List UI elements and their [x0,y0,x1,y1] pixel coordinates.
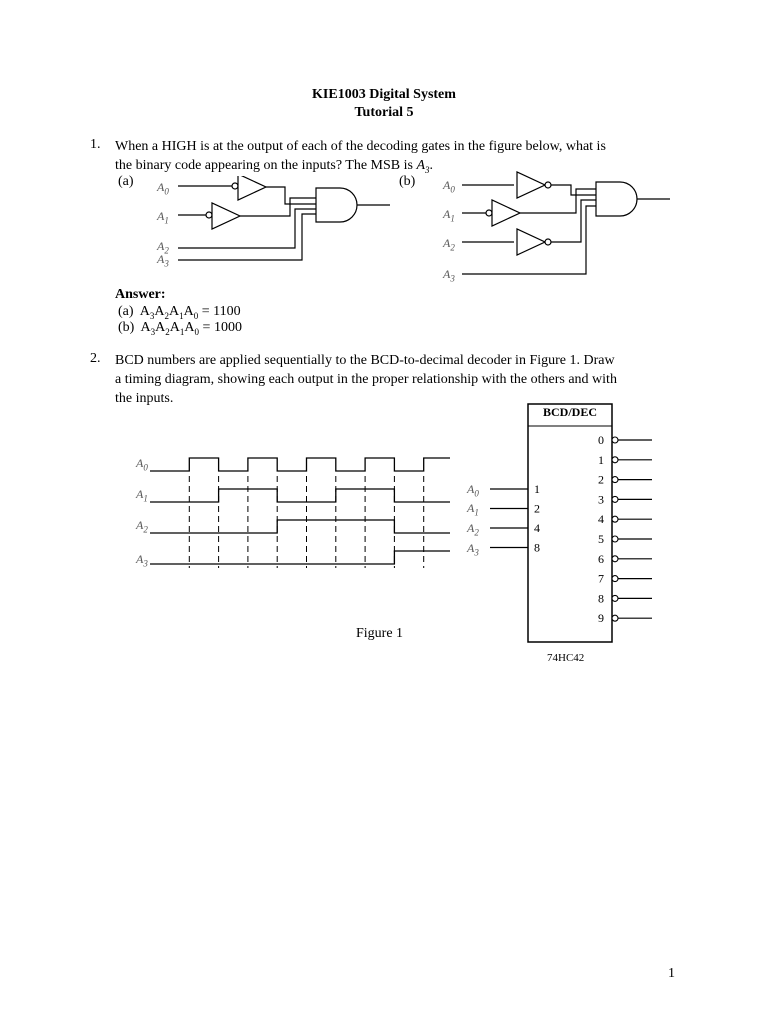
q2-text-line1: BCD numbers are applied sequentially to … [115,353,615,368]
q1-label-b: (b) [399,174,416,189]
circuit-a-a1-bubble [205,211,213,219]
answer-a: (a) A3A2A1A0 = 1100 [118,304,241,321]
circuit-a-label-a2: A2 [157,239,169,256]
circuit-b-a0-buffer [516,171,547,199]
tutorial-title: Tutorial 5 [354,105,414,120]
q2-text-line3: the inputs. [115,391,174,406]
decoder-output-bubble [611,495,619,503]
decoder-output-label: 0 [598,433,604,447]
decoder-output-bubble [611,535,619,543]
circuit-a-label-a0: A0 [157,180,169,197]
decoder-output-bubble [611,614,619,622]
decoder-output-label: 8 [598,591,604,605]
decoder-label-a3: A3 [467,541,479,558]
decoder-output-bubble [611,555,619,563]
decoder-input-weight: 4 [534,521,540,535]
circuit-a-a0-bubble [231,182,239,190]
waveform-a3 [150,550,450,565]
wave-label-a3: A3 [136,552,148,569]
q2-number: 2. [90,351,101,366]
circuit-b-label-a1: A1 [443,207,455,224]
wave-label-a1: A1 [136,487,148,504]
decoder-output-bubble [611,436,619,444]
q1-number: 1. [90,137,101,152]
decoder-output-label: 7 [598,572,604,586]
decoder-output-label: 6 [598,552,604,566]
decoder-input-weight: 1 [534,482,540,496]
answer-b: (b) A3A2A1A0 = 1000 [118,320,242,337]
timing-diagram [150,457,450,568]
waveform-a2 [150,519,450,534]
q1-text-line1: When a HIGH is at the output of each of … [115,139,606,154]
decoder-output-bubble [611,575,619,583]
circuit-b-label-a3: A3 [443,267,455,284]
course-title: KIE1003 Digital System [312,87,456,102]
circuit-b-label-a2: A2 [443,236,455,253]
circuit-b [462,171,670,275]
decoder-output-label: 1 [598,453,604,467]
circuit-a-a3-wire [178,213,316,261]
circuit-b-a2-buffer [516,228,547,256]
decoder-label-a0: A0 [467,482,479,499]
decoder-output-bubble [611,476,619,484]
circuit-a-label-a3: A3 [157,252,169,269]
decoder-input-weight: 2 [534,502,540,516]
decoder-part: 74HC42 [547,652,585,664]
decoder-label-a2: A2 [467,521,479,538]
decoder-output-bubble [611,456,619,464]
wave-label-a0: A0 [136,456,148,473]
wave-label-a2: A2 [136,518,148,535]
q1-label-a: (a) [118,174,134,189]
decoder-body [527,403,613,643]
answer-title: Answer: [115,287,166,302]
figure-caption: Figure 1 [356,626,404,641]
circuit-a-a2-wire [178,208,316,249]
q1-text-line2: the binary code appearing on the inputs?… [115,158,434,175]
circuit-b-a1-buffer [491,199,522,227]
decoder-label-a1: A1 [467,501,479,518]
circuit-b-and-gate [595,181,638,217]
decoder-output-bubble [611,515,619,523]
circuit-a [178,176,390,261]
decoder-output-label: 3 [598,492,604,506]
decoder-output-label: 9 [598,611,604,625]
circuit-a-label-a1: A1 [157,209,169,226]
circuit-b-label-a0: A0 [443,178,455,195]
decoder-output-label: 2 [598,473,604,487]
page-number: 1 [668,966,675,981]
decoder-output-label: 5 [598,532,604,546]
waveform-a1 [150,488,450,503]
circuit-a-a0-buffer [237,176,268,201]
decoder-input-weight: 8 [534,541,540,555]
circuit-a-and-gate [315,187,358,223]
waveform-a0 [150,457,450,472]
decoder-output-label: 4 [598,512,604,526]
decoder-block: 1 2 4 8 0 1 2 3 4 5 6 7 8 9 [490,403,652,643]
circuit-a-a1-buffer [211,202,242,230]
decoder-title: BCD/DEC [542,405,597,419]
q2-text-line2: a timing diagram, showing each output in… [115,372,617,387]
decoder-output-bubble [611,594,619,602]
